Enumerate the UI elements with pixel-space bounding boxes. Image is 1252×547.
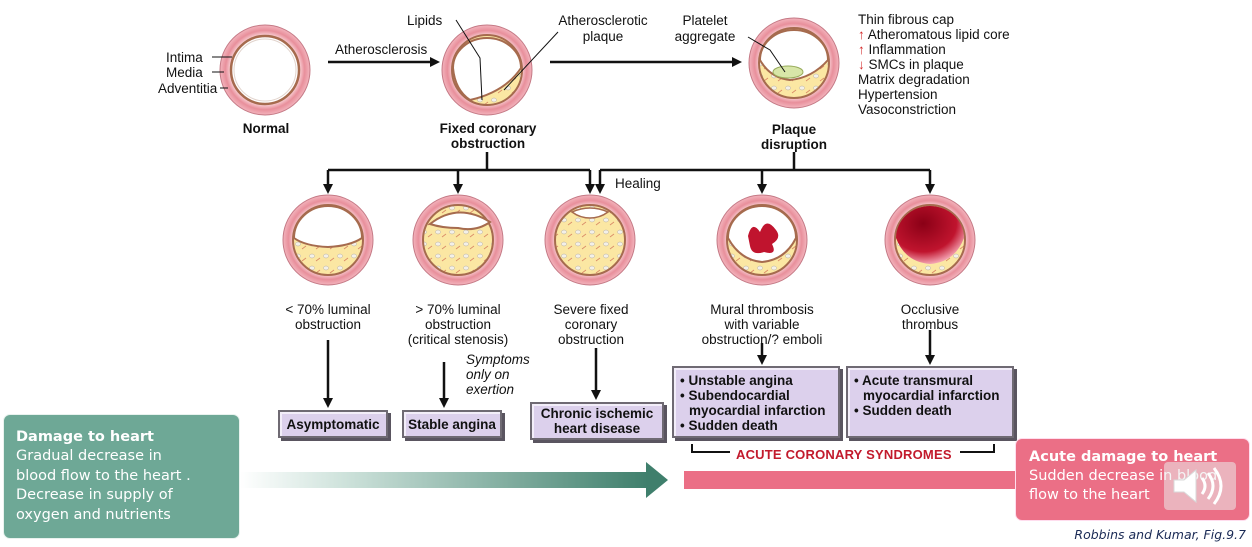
vessel-fixed-obstruction xyxy=(441,24,533,116)
vessel-stage-1 xyxy=(282,194,374,286)
stage-1-label-2: obstruction xyxy=(294,317,362,332)
vessel-stage-3 xyxy=(544,194,636,286)
factor-2: ↑ Inflammation xyxy=(858,42,946,57)
outcome-5-line-1: • Acute transmural xyxy=(854,373,974,388)
outcome-4-line-4: • Sudden death xyxy=(680,418,778,433)
factor-0: Thin fibrous cap xyxy=(858,12,955,27)
caption-disruption-2: disruption xyxy=(761,137,827,152)
pink-progress-bar xyxy=(684,471,1024,489)
citation: Robbins and Kumar, Fig.9.7 xyxy=(1074,527,1246,542)
vessel-plaque-disruption xyxy=(748,17,840,109)
label-intima: Intima xyxy=(166,50,203,65)
factor-4: Matrix degradation xyxy=(858,72,970,87)
caption-fixed-1: Fixed coronary xyxy=(439,121,537,136)
stage-3-label-2: coronary xyxy=(564,317,618,332)
stage-4-label-3: obstruction/? emboli xyxy=(701,332,823,347)
outcome-asymptomatic: Asymptomatic xyxy=(278,410,388,438)
stage-2-note-3: exertion xyxy=(466,382,515,397)
label-healing: Healing xyxy=(615,176,661,191)
label-platelet-2: aggregate xyxy=(674,29,736,44)
up-arrow-icon: ↑ xyxy=(858,27,865,42)
label-adventitia: Adventitia xyxy=(158,81,218,96)
vessel-stage-5 xyxy=(884,194,976,286)
label-atherosclerosis: Atherosclerosis xyxy=(335,42,428,57)
damage-to-heart-box: Damage to heart Gradual decrease in bloo… xyxy=(3,414,240,539)
speaker-icon[interactable] xyxy=(1160,458,1240,514)
stage-1-label-1: < 70% luminal xyxy=(285,302,371,317)
stage-5-label-2: thrombus xyxy=(901,317,959,332)
stage-3-label-1: Severe fixed xyxy=(553,302,629,317)
factor-1: ↑ Atheromatous lipid core xyxy=(858,27,1010,42)
vessel-normal xyxy=(219,24,311,116)
vessel-stage-4 xyxy=(716,194,808,286)
outcome-chronic-line-2: heart disease xyxy=(553,421,641,436)
green-box-title: Damage to heart xyxy=(16,429,154,445)
stage-3-label-3: obstruction xyxy=(557,332,625,347)
label-lipids: Lipids xyxy=(407,13,443,28)
pink-box-line-2: flow to the heart xyxy=(1029,487,1150,503)
factor-3-text: SMCs in plaque xyxy=(868,57,964,72)
up-arrow-icon: ↑ xyxy=(858,42,865,57)
green-box-line-2: blood flow to the heart . xyxy=(16,467,191,484)
stage-2-label-3: (critical stenosis) xyxy=(407,332,509,347)
green-box-line-1: Gradual decrease in xyxy=(16,448,162,464)
outcome-asymptomatic-text: Asymptomatic xyxy=(286,416,380,432)
stage-5-label-1: Occlusive xyxy=(900,302,960,317)
acs-bracket xyxy=(691,444,995,453)
vessel-stage-2 xyxy=(412,194,504,286)
green-box-line-4: oxygen and nutrients xyxy=(16,506,171,523)
stage-2-note-1: Symptoms xyxy=(466,352,530,367)
caption-fixed-2: obstruction xyxy=(450,136,526,151)
outcome-stable-angina: Stable angina xyxy=(402,410,502,438)
outcome-unstable-angina: • Unstable angina • Subendocardial myoca… xyxy=(672,366,840,438)
outcome-chronic-ischemic: Chronic ischemic heart disease xyxy=(530,402,664,440)
outcome-4-line-1: • Unstable angina xyxy=(680,373,793,388)
caption-disruption-1: Plaque xyxy=(771,122,817,137)
green-progress-arrow xyxy=(240,462,668,498)
label-plaque-1: Atherosclerotic xyxy=(558,13,648,28)
acs-label: ACUTE CORONARY SYNDROMES xyxy=(736,447,952,462)
top-arrows xyxy=(328,57,742,67)
outcome-stable-angina-text: Stable angina xyxy=(408,416,496,432)
down-arrow-icon: ↓ xyxy=(858,57,865,72)
outcome-4-line-2: • Subendocardial xyxy=(680,388,790,403)
factor-3: ↓ SMCs in plaque xyxy=(858,57,964,72)
label-media: Media xyxy=(166,65,203,80)
layer-leaders xyxy=(212,56,232,89)
factor-6: Vasoconstriction xyxy=(858,102,957,117)
stage-4-label-1: Mural thrombosis xyxy=(710,302,814,317)
outcome-5-line-3: • Sudden death xyxy=(854,403,952,418)
caption-normal: Normal xyxy=(242,121,290,136)
outcome-5-line-2: myocardial infarction xyxy=(863,388,1000,403)
outcome-arrows xyxy=(326,330,932,400)
outcome-chronic-line-1: Chronic ischemic xyxy=(540,406,654,421)
label-platelet-1: Platelet xyxy=(682,13,728,28)
factor-1-text: Atheromatous lipid core xyxy=(867,27,1010,42)
stage-2-note-2: only on xyxy=(466,367,510,382)
outcome-arrowheads xyxy=(323,355,935,408)
factor-2-text: Inflammation xyxy=(868,42,946,57)
plaque-leaders xyxy=(455,19,786,101)
factor-5: Hypertension xyxy=(858,87,938,102)
stage-4-label-2: with variable xyxy=(724,317,800,332)
green-box-line-3: Decrease in supply of xyxy=(16,487,173,503)
outcome-4-line-3: myocardial infarction xyxy=(689,403,826,418)
branch-connectors xyxy=(326,152,932,188)
branch-arrowheads xyxy=(323,184,935,194)
pink-box-title: Acute damage to heart xyxy=(1029,449,1218,465)
outcome-transmural: • Acute transmural myocardial infarction… xyxy=(846,366,1014,438)
stage-2-label-1: > 70% luminal xyxy=(415,302,501,317)
label-plaque-2: plaque xyxy=(582,29,624,44)
stage-2-label-2: obstruction xyxy=(424,317,492,332)
